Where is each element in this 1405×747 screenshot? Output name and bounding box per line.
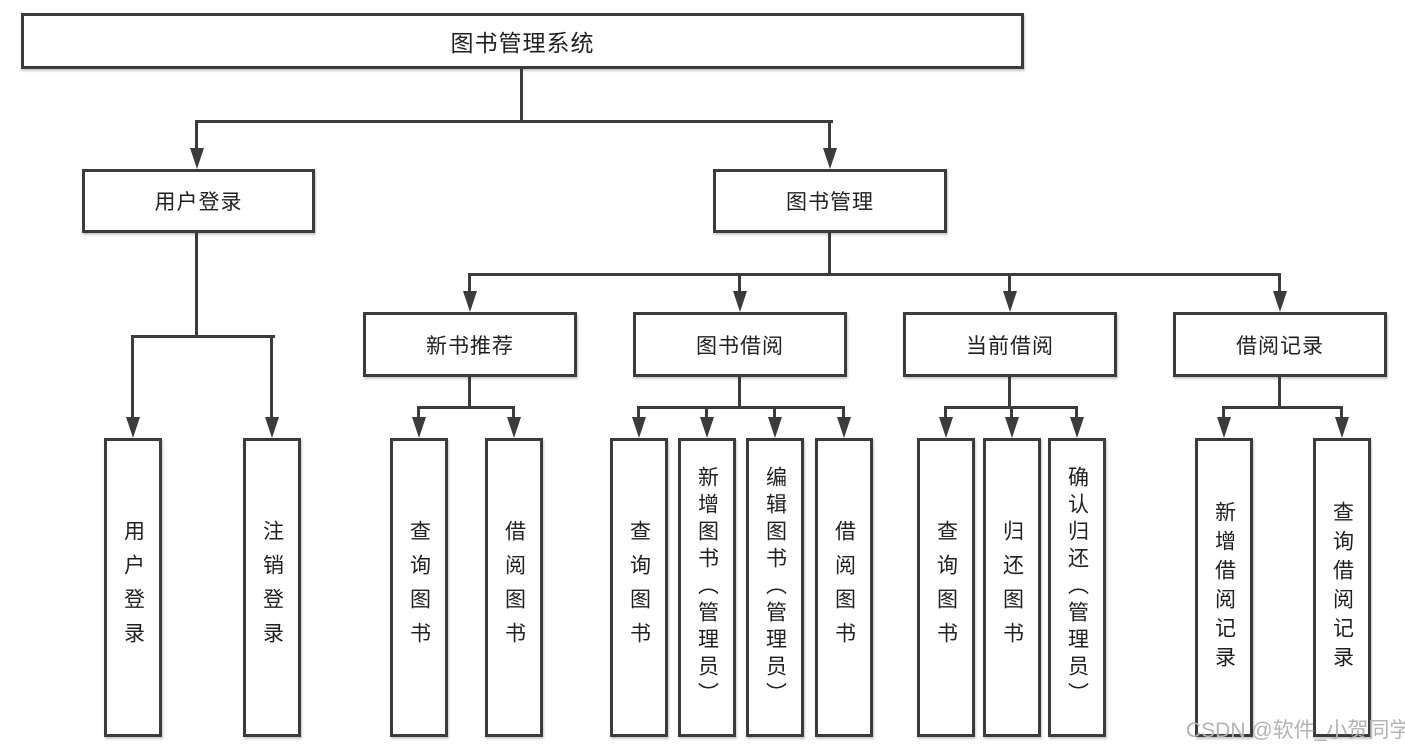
node-book-management-label: 图书管理	[786, 191, 874, 214]
leaf-borrow-books-borrow: 借阅图书	[815, 438, 873, 737]
connector-line	[270, 335, 273, 417]
connector-line	[131, 335, 275, 338]
node-root-label: 图书管理系统	[450, 30, 595, 56]
arrow-down-icon	[190, 148, 204, 169]
arrow-down-icon	[939, 417, 953, 438]
leaf-query-books-recommend-label: 查询图书	[407, 519, 431, 656]
connector-line	[468, 377, 471, 406]
leaf-borrow-books-recommend: 借阅图书	[485, 438, 543, 737]
node-new-book-recommend: 新书推荐	[363, 312, 577, 377]
arrow-down-icon	[733, 291, 747, 312]
connector-line	[1008, 273, 1011, 291]
leaf-logout: 注销登录	[243, 438, 301, 737]
connector-line	[1075, 406, 1078, 417]
connector-line	[705, 406, 708, 417]
connector-line	[738, 377, 741, 406]
leaf-query-books-current-label: 查询图书	[934, 519, 958, 656]
leaf-borrow-books-borrow-label: 借阅图书	[832, 519, 856, 656]
leaf-user-login-label: 用户登录	[121, 519, 145, 656]
leaf-logout-label: 注销登录	[260, 519, 284, 656]
watermark: CSDN @软件_小贺同学	[1186, 719, 1405, 742]
connector-line	[195, 233, 198, 335]
arrow-down-icon	[1003, 291, 1017, 312]
node-new-book-recommend-label: 新书推荐	[426, 334, 514, 358]
leaf-return-books: 归还图书	[983, 438, 1041, 737]
node-current-borrow: 当前借阅	[903, 312, 1117, 377]
arrow-down-icon	[412, 417, 426, 438]
connector-line	[1008, 377, 1011, 406]
arrow-down-icon	[823, 148, 837, 169]
leaf-query-borrow-record-label: 查询借阅记录	[1330, 500, 1354, 675]
leaf-edit-book-admin: 编辑图书（管理员）	[746, 438, 804, 737]
connector-line	[417, 406, 515, 409]
arrow-down-icon	[1273, 291, 1287, 312]
node-root: 图书管理系统	[21, 13, 1024, 69]
connector-line	[1278, 377, 1281, 406]
arrow-down-icon	[700, 417, 714, 438]
connector-line	[738, 273, 741, 291]
leaf-confirm-return-admin-label: 确认归还（管理员）	[1065, 466, 1089, 709]
connector-line	[944, 406, 947, 417]
connector-line	[842, 406, 845, 417]
node-current-borrow-label: 当前借阅	[966, 334, 1054, 358]
connector-line	[131, 335, 134, 417]
connector-line	[828, 120, 831, 148]
connector-line	[1340, 406, 1343, 417]
leaf-add-borrow-record-label: 新增借阅记录	[1212, 500, 1236, 675]
arrow-down-icon	[126, 417, 140, 438]
connector-line	[1278, 273, 1281, 291]
node-book-management: 图书管理	[713, 169, 947, 233]
connector-line	[195, 120, 833, 123]
leaf-confirm-return-admin: 确认归还（管理员）	[1048, 438, 1106, 737]
connector-line	[828, 233, 831, 273]
leaf-query-books-recommend: 查询图书	[390, 438, 448, 737]
connector-line	[468, 273, 1281, 276]
leaf-user-login: 用户登录	[104, 438, 162, 737]
leaf-add-book-admin-label: 新增图书（管理员）	[695, 466, 719, 709]
leaf-add-borrow-record: 新增借阅记录	[1195, 438, 1253, 737]
arrow-down-icon	[837, 417, 851, 438]
connector-line	[1222, 406, 1343, 409]
arrow-down-icon	[1070, 417, 1084, 438]
leaf-query-books-borrow-label: 查询图书	[627, 519, 651, 656]
leaf-borrow-books-recommend-label: 借阅图书	[502, 519, 526, 656]
arrow-down-icon	[463, 291, 477, 312]
leaf-query-books-current: 查询图书	[917, 438, 975, 737]
connector-line	[637, 406, 845, 409]
arrow-down-icon	[1217, 417, 1231, 438]
leaf-add-book-admin: 新增图书（管理员）	[678, 438, 736, 737]
arrow-down-icon	[1005, 417, 1019, 438]
connector-line	[520, 69, 523, 120]
arrow-down-icon	[768, 417, 782, 438]
arrow-down-icon	[1335, 417, 1349, 438]
node-book-borrow-label: 图书借阅	[696, 334, 784, 358]
connector-line	[512, 406, 515, 417]
arrow-down-icon	[632, 417, 646, 438]
connector-line	[1222, 406, 1225, 417]
leaf-edit-book-admin-label: 编辑图书（管理员）	[763, 466, 787, 709]
arrow-down-icon	[507, 417, 521, 438]
leaf-query-books-borrow: 查询图书	[610, 438, 668, 737]
connector-line	[468, 273, 471, 291]
connector-line	[1010, 406, 1013, 417]
connector-line	[773, 406, 776, 417]
leaf-query-borrow-record: 查询借阅记录	[1313, 438, 1371, 737]
node-user-login: 用户登录	[82, 169, 315, 233]
connector-line	[417, 406, 420, 417]
node-book-borrow: 图书借阅	[633, 312, 847, 377]
node-borrow-records: 借阅记录	[1173, 312, 1387, 377]
connector-line	[195, 120, 198, 148]
node-user-login-label: 用户登录	[154, 191, 243, 214]
leaf-return-books-label: 归还图书	[1000, 519, 1024, 656]
node-borrow-records-label: 借阅记录	[1236, 334, 1324, 358]
arrow-down-icon	[265, 417, 279, 438]
connector-line	[637, 406, 640, 417]
